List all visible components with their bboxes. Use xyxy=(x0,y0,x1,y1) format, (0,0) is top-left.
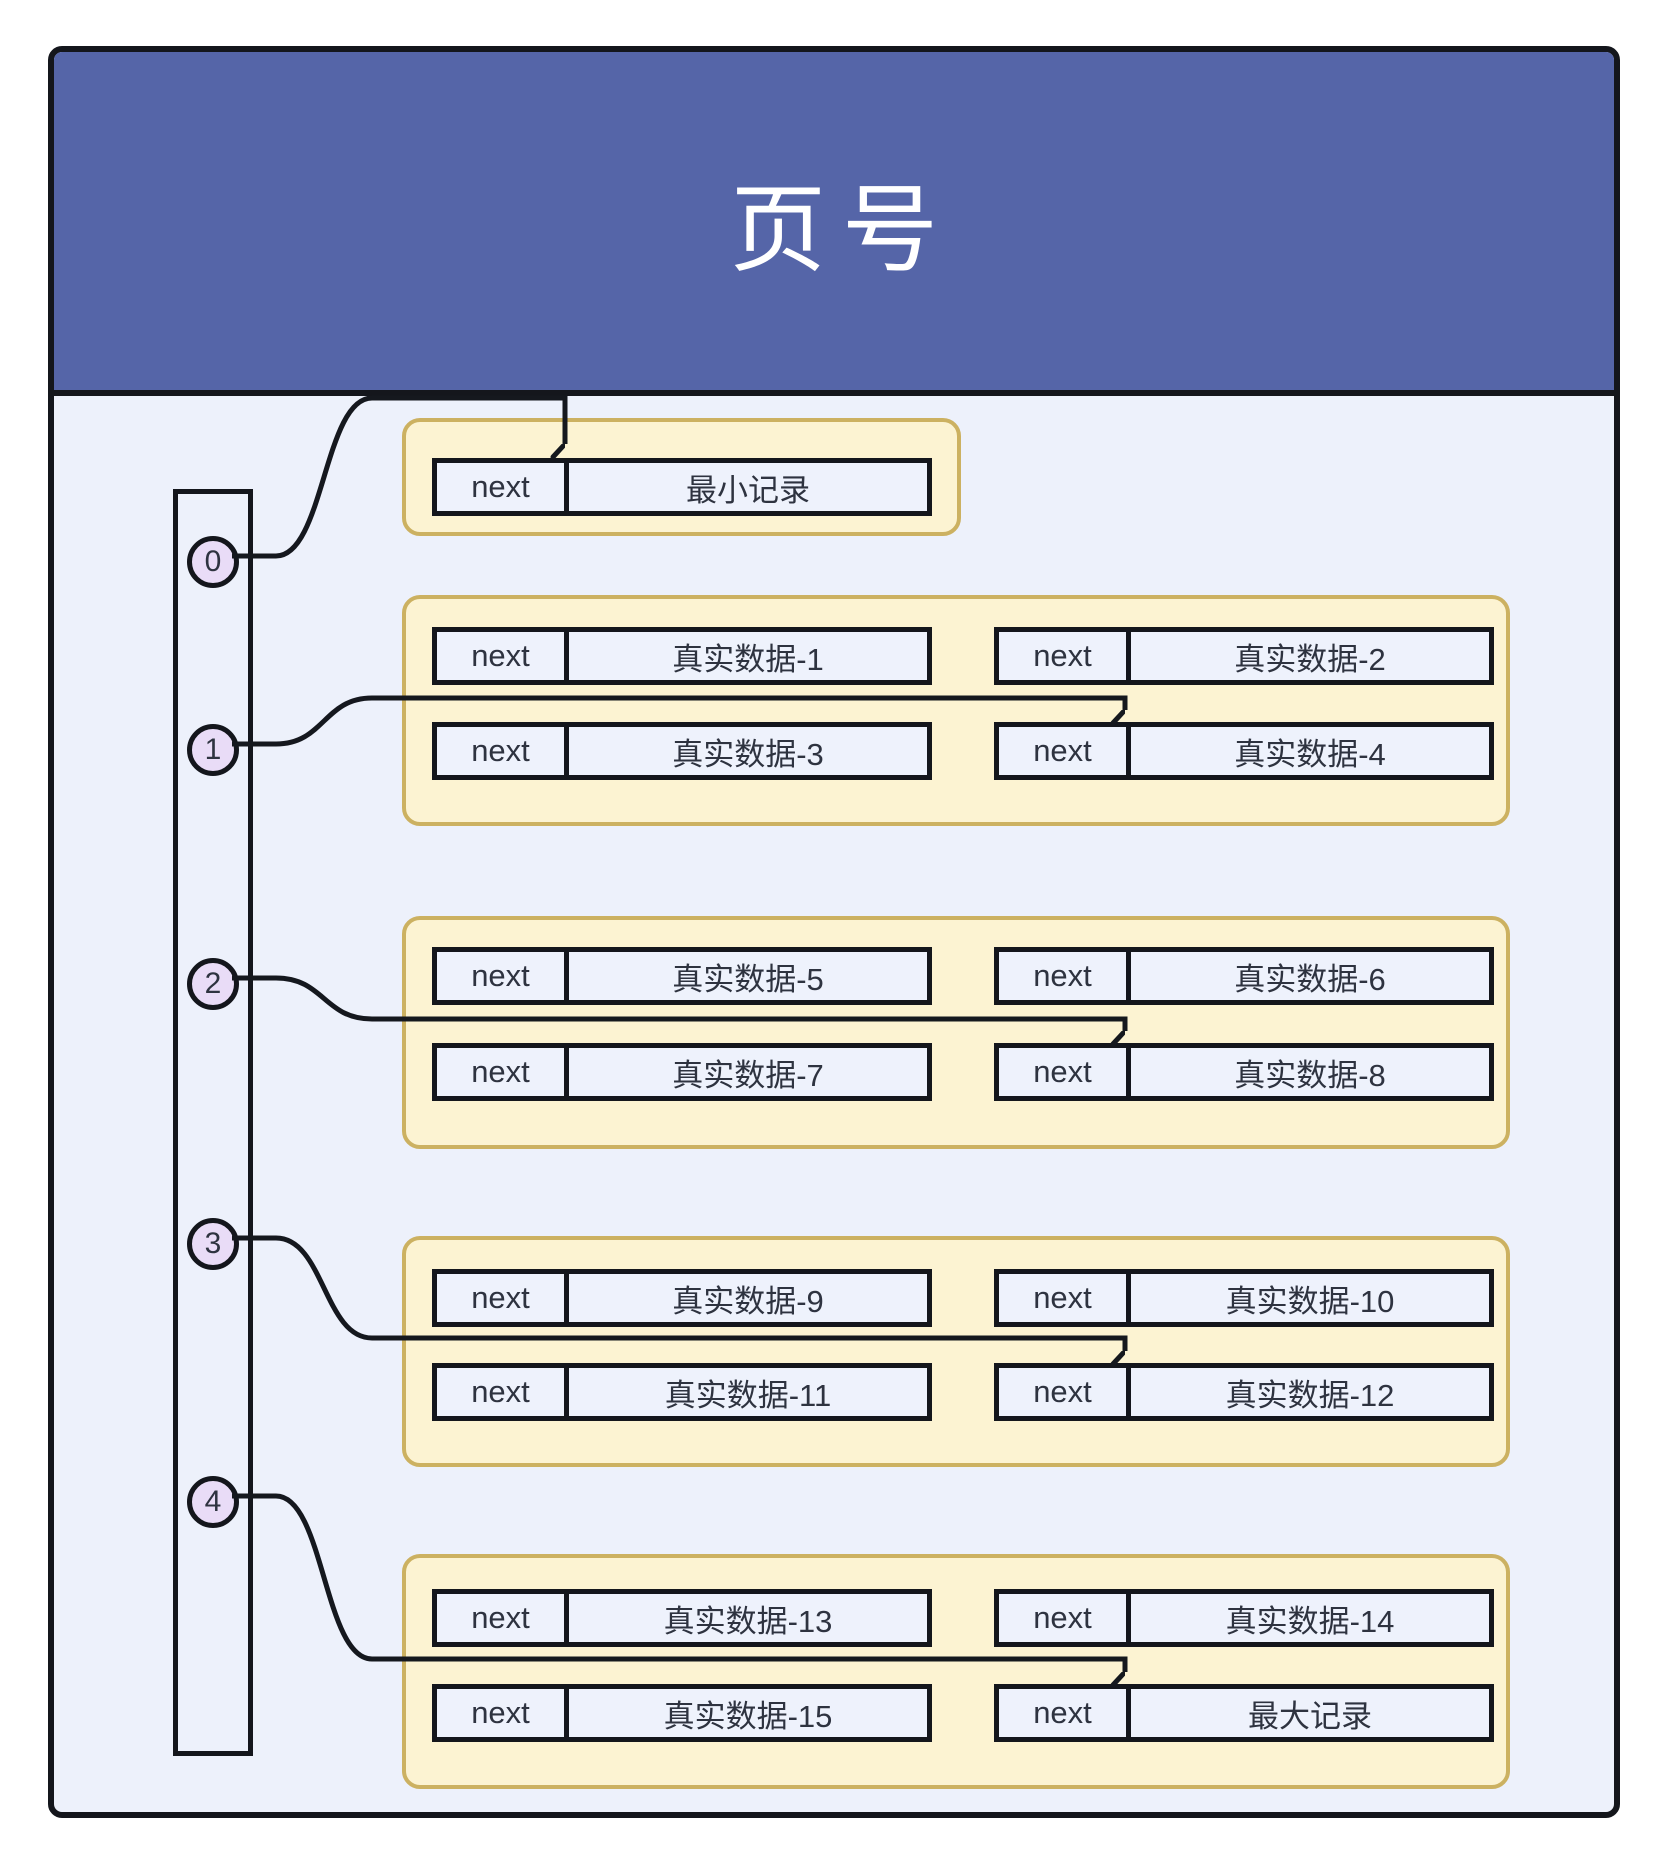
record-value-cell: 最小记录 xyxy=(686,472,810,508)
record-value-cell: 真实数据-13 xyxy=(663,1603,833,1639)
slot-label: 4 xyxy=(204,1485,222,1518)
record-value-cell: 真实数据-6 xyxy=(1234,961,1386,997)
record-value-cell: 真实数据-5 xyxy=(672,961,824,997)
record: next 真实数据-1 xyxy=(432,627,932,685)
record: next 真实数据-14 xyxy=(994,1589,1494,1647)
record-value-cell: 真实数据-9 xyxy=(672,1283,824,1319)
slot-1: 1 xyxy=(187,724,239,776)
record: next 真实数据-12 xyxy=(994,1363,1494,1421)
next-pointer-cell: next xyxy=(999,1048,1131,1096)
slot-label: 3 xyxy=(204,1227,222,1260)
record-value-cell: 真实数据-2 xyxy=(1234,641,1386,677)
record: next 真实数据-10 xyxy=(994,1269,1494,1327)
record: next 真实数据-9 xyxy=(432,1269,932,1327)
record-value-cell: 真实数据-12 xyxy=(1225,1377,1395,1413)
record-value-cell: 最大记录 xyxy=(1248,1698,1372,1734)
next-pointer-cell: next xyxy=(437,1689,569,1737)
record: next 真实数据-4 xyxy=(994,722,1494,780)
header-band: 页号 xyxy=(54,52,1614,396)
next-pointer-cell: next xyxy=(999,952,1131,1000)
slot-2: 2 xyxy=(187,958,239,1010)
next-pointer-cell: next xyxy=(437,1594,569,1642)
record: next 最大记录 xyxy=(994,1684,1494,1742)
slot-4: 4 xyxy=(187,1476,239,1528)
next-pointer-cell: next xyxy=(437,632,569,680)
record: next 真实数据-6 xyxy=(994,947,1494,1005)
record: next 真实数据-15 xyxy=(432,1684,932,1742)
record-value-cell: 真实数据-4 xyxy=(1234,736,1386,772)
record: next 真实数据-8 xyxy=(994,1043,1494,1101)
record: next 真实数据-7 xyxy=(432,1043,932,1101)
slot-label: 2 xyxy=(204,967,222,1000)
next-pointer-cell: next xyxy=(999,727,1131,775)
next-pointer-cell: next xyxy=(999,1689,1131,1737)
next-pointer-cell: next xyxy=(999,1368,1131,1416)
record: next 真实数据-2 xyxy=(994,627,1494,685)
next-pointer-cell: next xyxy=(437,1274,569,1322)
record-value-cell: 真实数据-8 xyxy=(1234,1057,1386,1093)
record-value-cell: 真实数据-7 xyxy=(672,1057,824,1093)
next-pointer-cell: next xyxy=(437,952,569,1000)
record-value-cell: 真实数据-3 xyxy=(672,736,824,772)
next-pointer-cell: next xyxy=(999,632,1131,680)
slot-rail xyxy=(173,489,253,1756)
next-pointer-cell: next xyxy=(437,1368,569,1416)
record: next 最小记录 xyxy=(432,458,932,516)
record: next 真实数据-3 xyxy=(432,722,932,780)
next-pointer-cell: next xyxy=(437,727,569,775)
next-pointer-cell: next xyxy=(999,1594,1131,1642)
record-value-cell: 真实数据-15 xyxy=(663,1698,833,1734)
record: next 真实数据-5 xyxy=(432,947,932,1005)
slot-0: 0 xyxy=(187,536,239,588)
record-value-cell: 真实数据-10 xyxy=(1225,1283,1395,1319)
next-pointer-cell: next xyxy=(437,1048,569,1096)
slot-label: 1 xyxy=(204,733,222,766)
record: next 真实数据-11 xyxy=(432,1363,932,1421)
record-value-cell: 真实数据-14 xyxy=(1225,1603,1395,1639)
slot-label: 0 xyxy=(204,545,222,578)
next-pointer-cell: next xyxy=(437,463,569,511)
record-value-cell: 真实数据-11 xyxy=(664,1377,832,1413)
page-title: 页号 xyxy=(730,173,954,286)
record: next 真实数据-13 xyxy=(432,1589,932,1647)
next-pointer-cell: next xyxy=(999,1274,1131,1322)
slot-3: 3 xyxy=(187,1218,239,1270)
record-value-cell: 真实数据-1 xyxy=(672,641,824,677)
